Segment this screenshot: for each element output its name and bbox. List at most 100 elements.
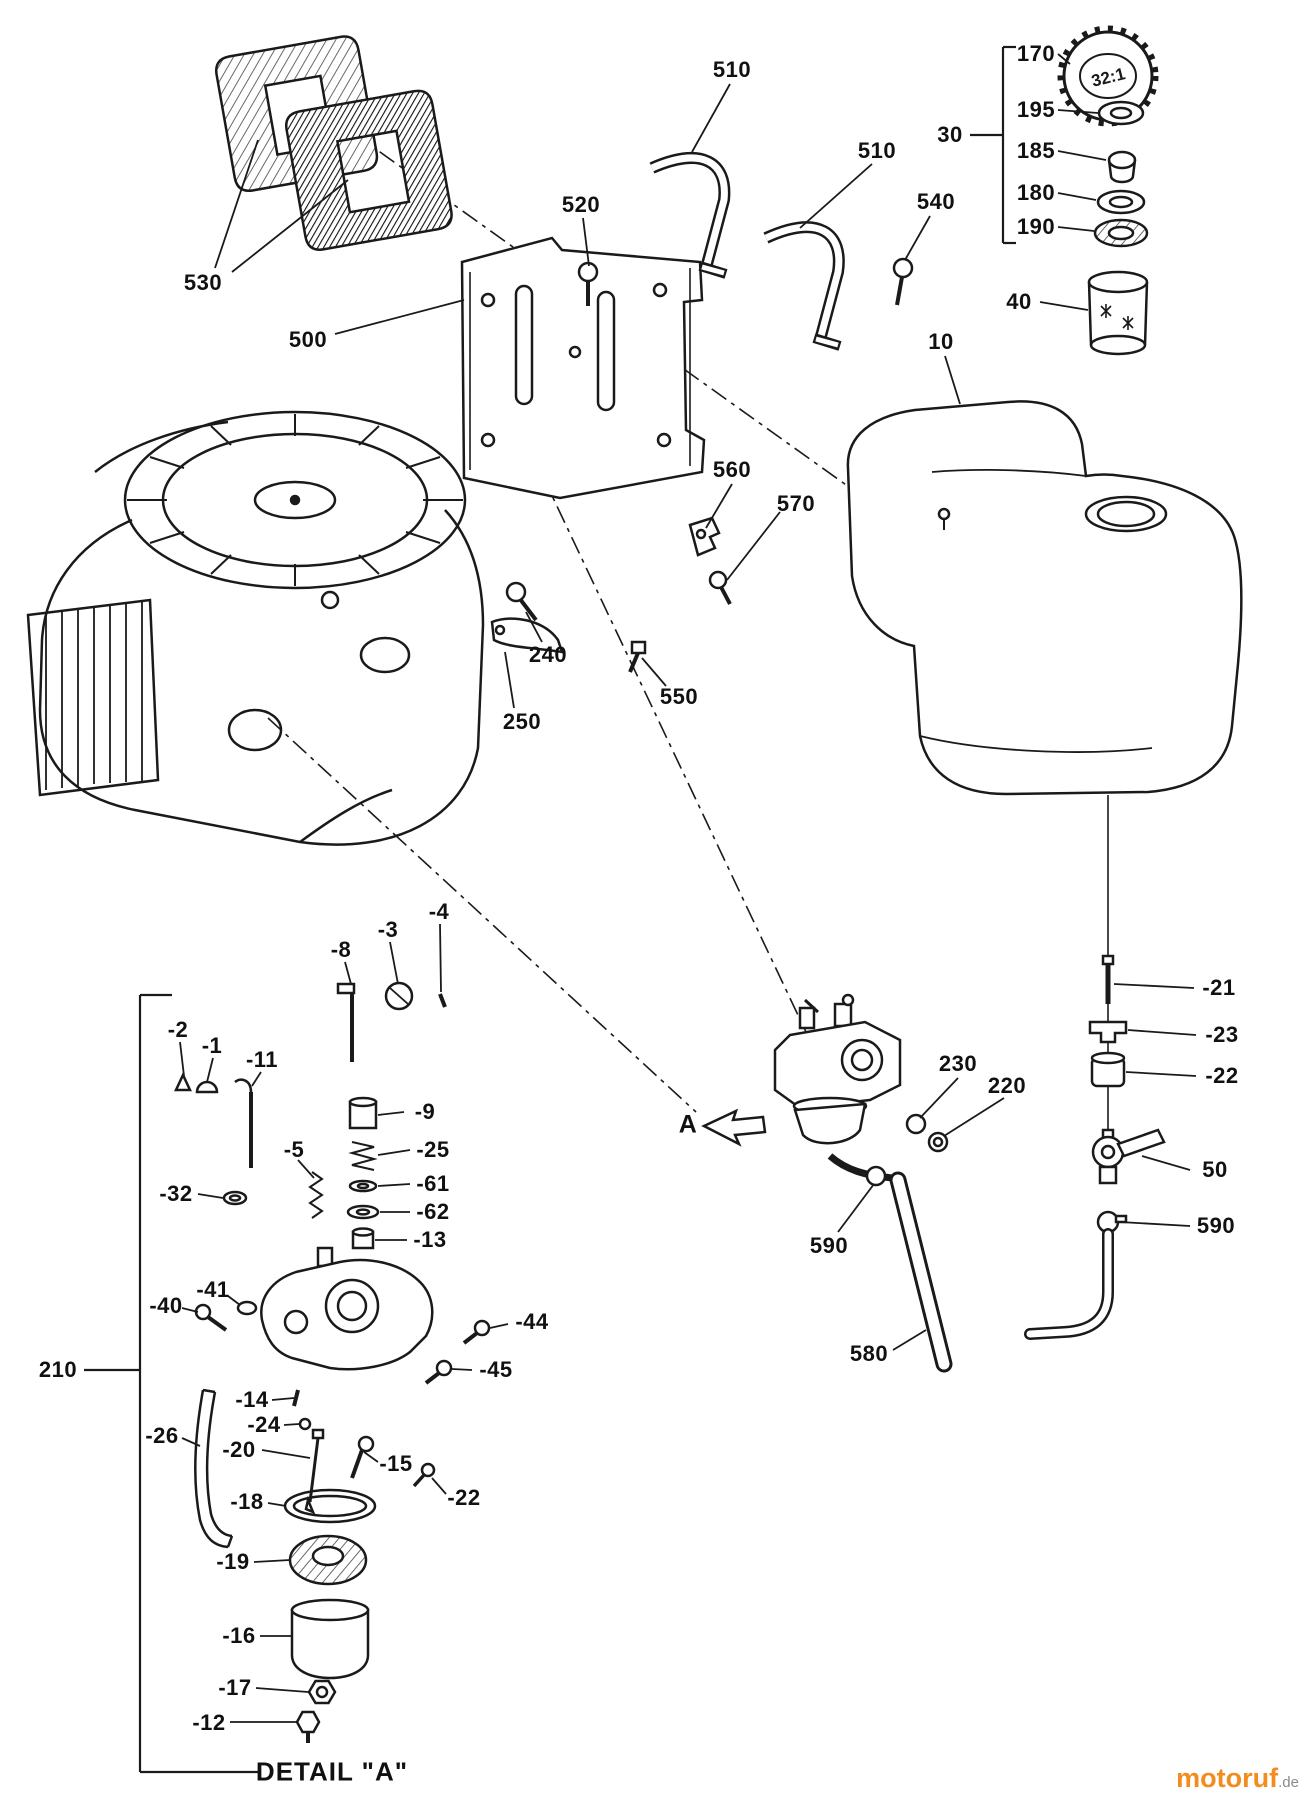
washer-62 xyxy=(348,1206,378,1218)
part-label-d1: -1 xyxy=(201,1033,223,1058)
dome-1 xyxy=(197,1082,217,1092)
fuel-valve-50 xyxy=(1093,1130,1164,1183)
part-label-d3: -3 xyxy=(377,917,399,942)
tube-26 xyxy=(195,1390,232,1547)
part-label-d32: -32 xyxy=(159,1181,193,1206)
float-19 xyxy=(290,1536,366,1584)
carburetor-main xyxy=(775,995,947,1151)
tip-2 xyxy=(176,1075,190,1090)
tube-580 xyxy=(898,1180,944,1364)
retainer-185 xyxy=(1109,152,1135,182)
part-label-190: 190 xyxy=(1016,214,1056,239)
screw-44 xyxy=(464,1321,489,1343)
needle-20 xyxy=(306,1430,323,1512)
part-label-210: 210 xyxy=(38,1357,78,1382)
part-label-580: 580 xyxy=(849,1341,889,1366)
part-label-d62: -62 xyxy=(416,1199,450,1224)
spring-25 xyxy=(352,1142,374,1170)
needle-11 xyxy=(235,1080,251,1168)
nut-17 xyxy=(309,1681,335,1703)
clamp-590-left xyxy=(867,1167,885,1185)
part-label-250: 250 xyxy=(502,709,542,734)
part-label-510-left: 510 xyxy=(712,57,752,82)
link-250 xyxy=(492,619,562,652)
screw-15 xyxy=(352,1437,373,1478)
seal-190 xyxy=(1095,220,1147,246)
detail-a-parts xyxy=(84,983,489,1772)
part-label-21: -21 xyxy=(1202,975,1236,1000)
part-label-520: 520 xyxy=(561,192,601,217)
part-label-d16: -16 xyxy=(222,1623,256,1648)
fuel-hose-and-tube xyxy=(830,1156,944,1364)
bolt-240 xyxy=(507,583,536,620)
air-filter-elements xyxy=(214,34,454,252)
watermark-brand: motoruf xyxy=(1176,1763,1279,1793)
fuel-filter-40 xyxy=(1089,272,1147,354)
clip-560 xyxy=(690,518,719,555)
part-label-10: 10 xyxy=(928,329,954,354)
ball-24 xyxy=(300,1419,310,1429)
o-ring-18 xyxy=(285,1490,375,1522)
leader-lines xyxy=(180,54,1196,1722)
screw-45 xyxy=(426,1361,451,1383)
part-label-240: 240 xyxy=(528,642,568,667)
throttle-shaft-8 xyxy=(338,984,354,1062)
part-label-d19: -19 xyxy=(216,1549,250,1574)
pin-14 xyxy=(294,1390,298,1406)
part-label-d11: -11 xyxy=(245,1047,279,1072)
fuel-cap-assembly: 32:1 xyxy=(970,29,1155,246)
screw-520 xyxy=(579,263,597,306)
part-label-d15: -15 xyxy=(379,1451,413,1476)
elbow-hose xyxy=(1030,1234,1108,1334)
part-label-40: 40 xyxy=(1006,289,1032,314)
part-label-d40: -40 xyxy=(149,1293,183,1318)
part-label-570: 570 xyxy=(776,491,816,516)
part-label-d45: -45 xyxy=(479,1357,513,1382)
watermark-suffix: .de xyxy=(1278,1774,1299,1791)
part-label-d25: -25 xyxy=(416,1137,450,1162)
clamp-230 xyxy=(907,1115,925,1133)
strap-510-right xyxy=(766,227,840,346)
part-label-22: -22 xyxy=(1205,1063,1239,1088)
nut-220 xyxy=(929,1133,947,1151)
part-label-d26: -26 xyxy=(145,1423,179,1448)
mounting-bracket-500 xyxy=(462,238,704,498)
pin-21 xyxy=(1103,956,1113,1004)
screw-540 xyxy=(894,259,912,305)
part-label-540: 540 xyxy=(916,189,956,214)
fuel-line-parts xyxy=(1030,795,1164,1334)
detail-a-caption: DETAIL "A" xyxy=(255,1756,409,1787)
bracket-30 xyxy=(970,47,1016,243)
part-label-d8: -8 xyxy=(330,937,352,962)
part-label-23: -23 xyxy=(1205,1022,1239,1047)
part-label-d14: -14 xyxy=(235,1387,269,1412)
part-label-590-left: 590 xyxy=(809,1233,849,1258)
part-label-50: 50 xyxy=(1202,1157,1228,1182)
part-label-560: 560 xyxy=(712,457,752,482)
screw-22d xyxy=(414,1464,434,1486)
cylinder-9 xyxy=(350,1098,376,1128)
float-bowl-16 xyxy=(292,1600,368,1678)
fuel-tank-10 xyxy=(848,401,1241,794)
detail-a-letter: A xyxy=(678,1110,698,1139)
part-label-d9: -9 xyxy=(414,1099,436,1124)
bushing-22 xyxy=(1092,1053,1124,1086)
part-label-510-right: 510 xyxy=(857,138,897,163)
part-label-d5: -5 xyxy=(283,1137,305,1162)
part-label-d2: -2 xyxy=(167,1017,189,1042)
screw-570 xyxy=(710,572,730,604)
part-label-d13: -13 xyxy=(413,1227,447,1252)
engine-fasteners xyxy=(492,518,730,672)
spacer-13 xyxy=(353,1229,373,1249)
washer-41 xyxy=(238,1302,256,1314)
part-label-d22: -22 xyxy=(447,1485,481,1510)
part-label-d24: -24 xyxy=(247,1412,281,1437)
part-label-30: 30 xyxy=(937,122,963,147)
washer-32 xyxy=(224,1192,246,1204)
part-label-590-right: 590 xyxy=(1196,1213,1236,1238)
part-label-d41: -41 xyxy=(196,1277,230,1302)
part-label-500: 500 xyxy=(288,327,328,352)
part-label-d12: -12 xyxy=(192,1710,226,1735)
clip-23 xyxy=(1090,1022,1126,1042)
